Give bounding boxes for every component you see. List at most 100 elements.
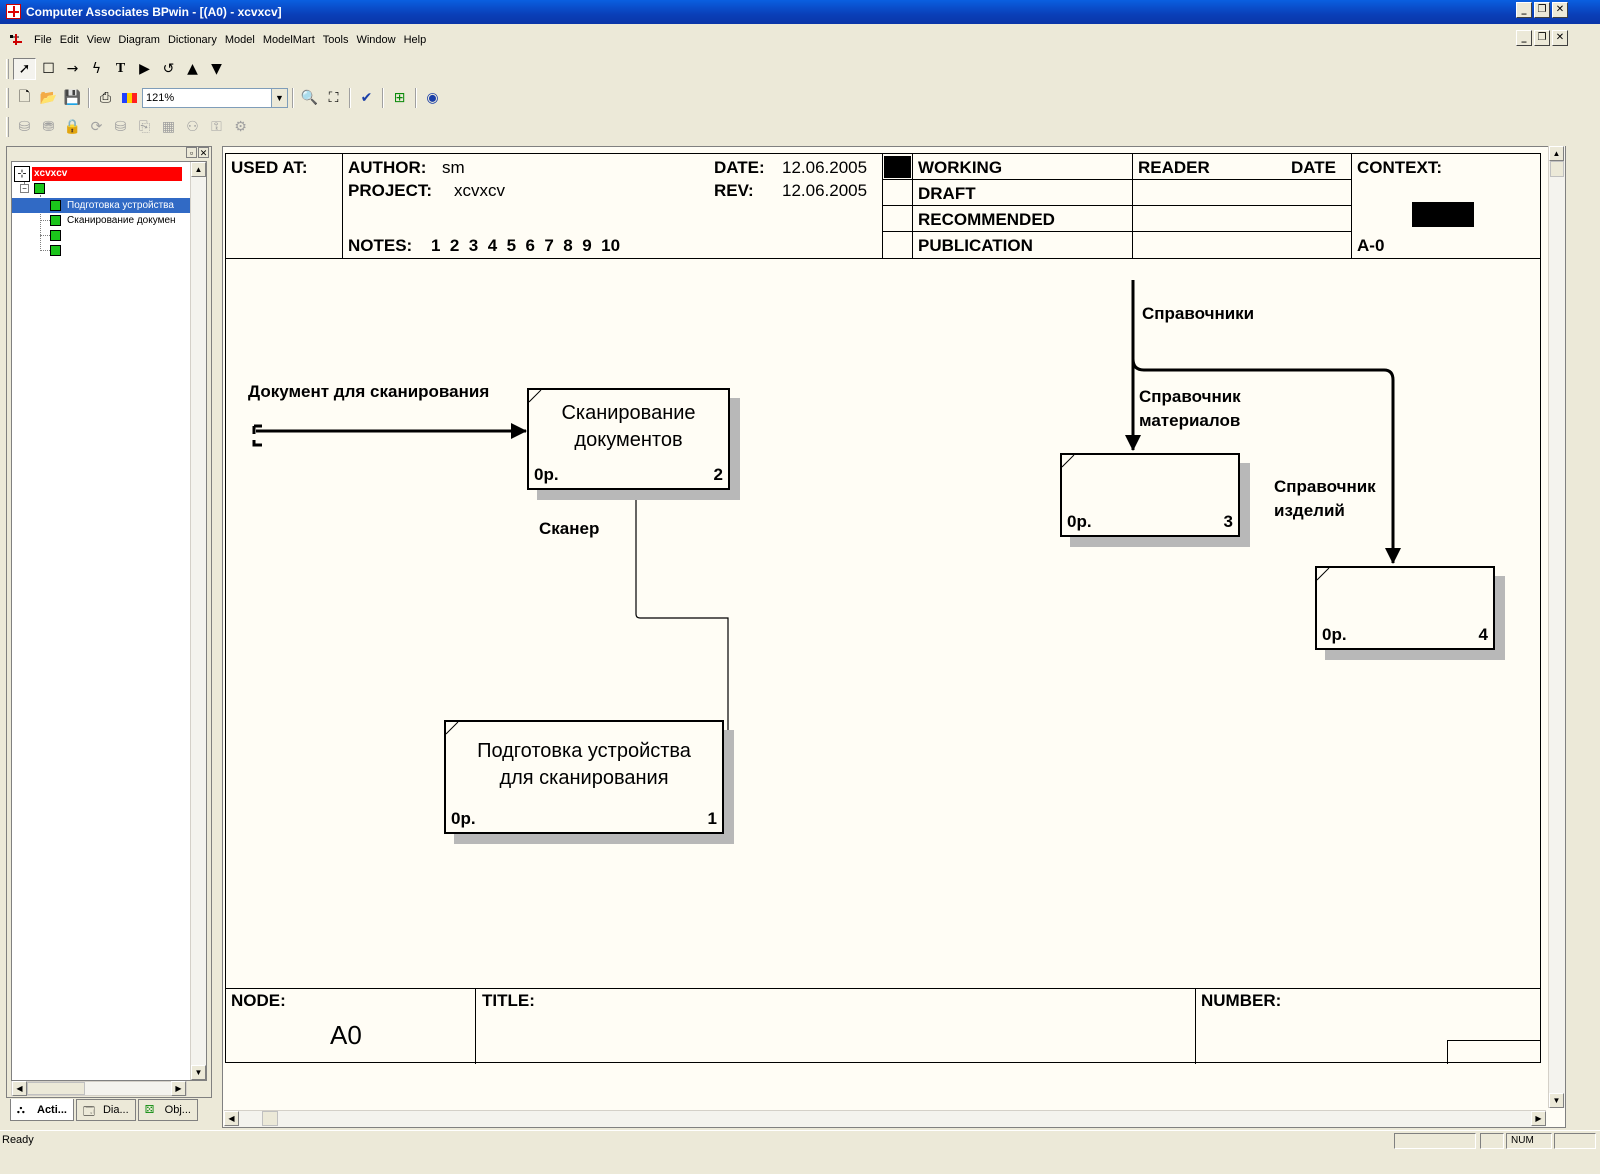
tree-horizontal-scrollbar[interactable]: ◀ ▶ bbox=[11, 1081, 187, 1096]
mm-merge-icon[interactable]: ⎘ bbox=[138, 119, 151, 135]
print-icon[interactable]: ⎙ bbox=[99, 90, 112, 106]
date-label: DATE: bbox=[714, 158, 765, 177]
model-explorer-icon[interactable]: ⊞ bbox=[393, 90, 406, 106]
scroll-thumb[interactable] bbox=[1550, 161, 1564, 177]
mm-disconnect-icon[interactable]: ⛃ bbox=[42, 119, 55, 135]
arrow-input-document[interactable] bbox=[252, 423, 527, 447]
mm-connect-icon[interactable]: ⛁ bbox=[18, 119, 31, 135]
diagram-horizontal-scrollbar[interactable]: ◀ ▶ bbox=[224, 1110, 1546, 1127]
diagram-canvas[interactable]: USED AT: AUTHOR: sm PROJECT: xcvxcv DATE… bbox=[225, 153, 1541, 1064]
activity-box-3[interactable]: 0р. 3 bbox=[1060, 453, 1240, 537]
zoom-select[interactable]: 121% ▼ bbox=[142, 88, 288, 108]
mm-lock-icon[interactable]: 🔒 bbox=[63, 119, 82, 135]
pane-close-icon[interactable]: ✕ bbox=[198, 147, 209, 158]
scroll-right-icon[interactable]: ▶ bbox=[1531, 1111, 1546, 1126]
menu-dictionary[interactable]: Dictionary bbox=[167, 34, 217, 46]
pane-dock-icon[interactable]: ▫ bbox=[186, 147, 197, 158]
minimize-button[interactable]: _ bbox=[1516, 2, 1532, 18]
pointer-tool-icon[interactable]: ➚ bbox=[13, 58, 36, 80]
arrow-label-ref-products-1[interactable]: Справочник bbox=[1274, 477, 1376, 496]
menu-modelmart[interactable]: ModelMart bbox=[262, 34, 315, 46]
tree-item-4[interactable] bbox=[50, 243, 61, 258]
zoom-in-icon[interactable]: 🔍 bbox=[300, 90, 319, 106]
context-box bbox=[1412, 202, 1474, 227]
tree-item-1[interactable]: Подготовка устройства bbox=[50, 198, 176, 213]
menu-window[interactable]: Window bbox=[356, 34, 396, 46]
arrow-label-ref-products-2[interactable]: изделий bbox=[1274, 501, 1345, 520]
mdi-minimize-button[interactable]: _ bbox=[1516, 30, 1532, 46]
activity-box-4[interactable]: 0р. 4 bbox=[1315, 566, 1495, 650]
scroll-down-icon[interactable]: ▼ bbox=[1549, 1093, 1564, 1108]
chevron-down-icon[interactable]: ▼ bbox=[271, 89, 287, 107]
go-to-sibling-icon[interactable]: ↺ bbox=[162, 61, 175, 77]
mdi-restore-button[interactable]: ❐ bbox=[1534, 30, 1550, 46]
open-folder-icon[interactable]: 📂 bbox=[39, 90, 58, 106]
scroll-up-icon[interactable]: ▲ bbox=[1549, 146, 1564, 161]
author-value: sm bbox=[442, 158, 465, 177]
activity-box-2[interactable]: Сканирование документов 0р. 2 bbox=[527, 388, 730, 490]
arrow-label-references[interactable]: Справочники bbox=[1142, 304, 1255, 323]
text-tool-icon[interactable]: T bbox=[115, 61, 126, 76]
arrow-scanner[interactable] bbox=[631, 489, 729, 734]
status-text: Ready bbox=[2, 1134, 34, 1146]
menu-diagram[interactable]: Diagram bbox=[118, 34, 160, 46]
menu-view[interactable]: View bbox=[86, 34, 111, 46]
menu-file[interactable]: File bbox=[34, 34, 52, 46]
new-file-icon[interactable]: 🗋 bbox=[18, 89, 31, 105]
go-to-child-icon[interactable]: ▶ bbox=[139, 61, 150, 77]
mm-users-icon[interactable]: ⚇ bbox=[186, 119, 199, 135]
app-icon[interactable] bbox=[6, 4, 21, 19]
spell-check-icon[interactable]: ✔ bbox=[360, 90, 373, 106]
restore-button[interactable]: ❐ bbox=[1534, 2, 1550, 18]
scroll-thumb[interactable] bbox=[262, 1111, 278, 1126]
mdi-close-button[interactable]: ✕ bbox=[1552, 30, 1568, 46]
decompose-icon[interactable]: ▼ bbox=[211, 61, 222, 77]
box-tool-icon[interactable]: ☐ bbox=[42, 61, 55, 77]
arrow-label-ref-materials-1[interactable]: Справочник bbox=[1139, 387, 1241, 406]
menu-model[interactable]: Model bbox=[224, 34, 255, 46]
go-to-parent-icon[interactable]: ▲ bbox=[187, 61, 198, 77]
zoom-fit-icon[interactable]: ⛶ bbox=[328, 90, 339, 106]
tree-vertical-scrollbar[interactable]: ▲ ▼ bbox=[190, 162, 206, 1080]
tab-diagrams[interactable]: 🗔 Dia... bbox=[75, 1099, 136, 1121]
scroll-right-icon[interactable]: ▶ bbox=[171, 1081, 186, 1096]
arrow-tool-icon[interactable]: → bbox=[66, 61, 79, 77]
arrow-label-ref-materials-2[interactable]: материалов bbox=[1139, 411, 1241, 430]
tree-root[interactable]: ⊹ xcvxcv bbox=[14, 166, 182, 182]
activity-tree[interactable]: ⊹ xcvxcv − Подготовка устройства Сканиро… bbox=[11, 161, 207, 1081]
tree-item-2[interactable]: Сканирование докумен bbox=[50, 213, 178, 228]
tree-node-a0[interactable] bbox=[34, 183, 45, 197]
menu-tools[interactable]: Tools bbox=[322, 34, 349, 46]
save-icon[interactable]: 💾 bbox=[63, 90, 82, 106]
arrow-references[interactable] bbox=[1125, 280, 1401, 564]
mm-security-icon[interactable]: ⚿ bbox=[211, 119, 222, 135]
close-button[interactable]: ✕ bbox=[1552, 2, 1568, 18]
mm-refresh-icon[interactable]: ⟳ bbox=[90, 119, 103, 135]
node-label: NODE: bbox=[231, 991, 286, 1010]
modelmart-icon[interactable]: ◉ bbox=[426, 90, 439, 106]
menu-edit[interactable]: Edit bbox=[59, 34, 79, 46]
squiggle-tool-icon[interactable]: ϟ bbox=[91, 61, 102, 77]
scroll-down-icon[interactable]: ▼ bbox=[191, 1065, 206, 1080]
mm-settings-icon[interactable]: ⚙ bbox=[234, 119, 247, 135]
tab-activities[interactable]: ⛬ Acti... bbox=[10, 1099, 74, 1121]
menu-help[interactable]: Help bbox=[403, 34, 427, 46]
color-palette-icon[interactable] bbox=[118, 87, 141, 109]
arrow-label-scanner[interactable]: Сканер bbox=[539, 519, 600, 538]
scroll-left-icon[interactable]: ◀ bbox=[224, 1111, 239, 1126]
scroll-thumb[interactable] bbox=[27, 1082, 85, 1095]
collapse-icon[interactable]: − bbox=[20, 184, 29, 193]
arrow-label-input-document[interactable]: Документ для сканирования bbox=[248, 382, 490, 401]
scroll-left-icon[interactable]: ◀ bbox=[12, 1081, 27, 1096]
project-label: PROJECT: bbox=[348, 181, 433, 200]
diagram-vertical-scrollbar[interactable]: ▲ ▼ bbox=[1548, 146, 1565, 1108]
tab-objects[interactable]: ⚄ Obj... bbox=[137, 1099, 198, 1121]
mm-save-icon[interactable]: ⛁ bbox=[114, 119, 127, 135]
notes-values: 1 2 3 4 5 6 7 8 9 10 bbox=[431, 236, 621, 255]
tree-item-3[interactable] bbox=[50, 228, 61, 243]
diagrams-icon: 🗔 bbox=[82, 1105, 95, 1118]
mm-grid-icon[interactable]: ▦ bbox=[161, 119, 176, 135]
scroll-up-icon[interactable]: ▲ bbox=[191, 162, 206, 177]
activity-box-1[interactable]: Подготовка устройства для сканирования 0… bbox=[444, 720, 724, 834]
document-icon[interactable] bbox=[9, 33, 25, 47]
